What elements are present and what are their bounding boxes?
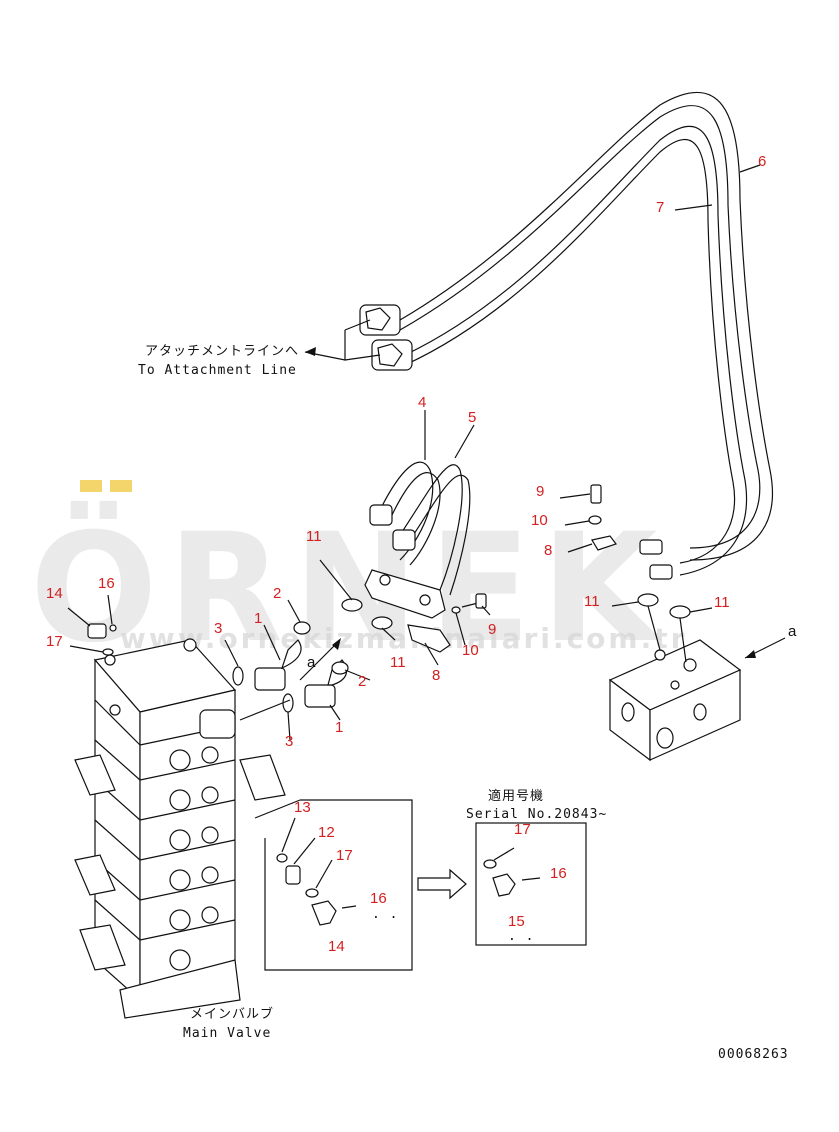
detail-arrow (417, 868, 467, 900)
serial-label-jp: 適用号機 (488, 788, 544, 804)
callout-numbers: 6 7 4 5 9 10 8 11 2 1 3 16 14 17 9 10 11… (46, 153, 766, 955)
callout-10: 10 (462, 642, 479, 659)
detail-dots: . . (372, 907, 398, 922)
callout-14: 14 (46, 585, 63, 602)
main-valve (74, 638, 286, 1019)
hose-end (639, 539, 663, 555)
callout-17: 17 (514, 821, 531, 838)
callout-10: 10 (531, 512, 548, 529)
callout-9: 9 (488, 621, 496, 638)
watermark-brand: ÖRNEK (30, 500, 667, 676)
callout-16: 16 (370, 890, 387, 907)
o-rings-11 (319, 559, 713, 663)
right-valve-block (608, 637, 786, 762)
callout-2: 2 (358, 673, 366, 690)
watermark-accent-dot (80, 480, 102, 492)
split-flange-assembly (364, 569, 451, 653)
callout-3: 3 (214, 620, 222, 637)
callout-11: 11 (584, 593, 600, 610)
callout-17: 17 (46, 633, 63, 650)
connection-a-right: a (788, 623, 797, 640)
serial-label-en: Serial No.20843~ (466, 807, 607, 822)
bolt-washer-clamp-set-a (559, 484, 617, 553)
callout-8: 8 (544, 542, 552, 559)
callout-4: 4 (418, 394, 426, 411)
hose-fitting (369, 504, 393, 526)
callout-13: 13 (294, 799, 311, 816)
detail-dots: . . (508, 929, 534, 944)
watermark-accent-dot (110, 480, 132, 492)
callout-3: 3 (285, 733, 293, 750)
attachment-label-en: To Attachment Line (138, 363, 297, 378)
detail-box-serial: . . (475, 822, 587, 946)
attachment-arrow (304, 319, 381, 361)
hose-assembly-4-5 (369, 461, 471, 596)
hose-fitting (392, 529, 416, 551)
main-valve-label-en: Main Valve (183, 1026, 271, 1041)
drawing-number: 00068263 (718, 1047, 789, 1062)
connection-a-left: a (307, 654, 316, 671)
callout-16: 16 (98, 575, 115, 592)
callout-9: 9 (536, 483, 544, 500)
watermark-url: www.ornekizmakinalari.com.tr (120, 622, 687, 655)
small-fittings-top-left (67, 594, 117, 656)
callout-1: 1 (254, 610, 262, 627)
main-valve-label-jp: メインバルブ (190, 1006, 274, 1022)
o-rings-2-3 (224, 621, 349, 741)
hose-end (649, 564, 673, 580)
callout-5: 5 (468, 409, 476, 426)
callout-2: 2 (273, 585, 281, 602)
callout-16: 16 (550, 865, 567, 882)
attachment-label-jp: アタッチメントラインへ (145, 344, 299, 359)
hose-assembly-6-7 (359, 91, 774, 580)
hex-nut (365, 307, 391, 331)
callout-8: 8 (432, 667, 440, 684)
callout-15: 15 (508, 913, 525, 930)
watermark: ÖRNEK www.ornekizmakinalari.com.tr (30, 480, 687, 676)
callout-11: 11 (390, 654, 406, 671)
bolt-washer-clamp-set-b (451, 593, 487, 614)
callout-17: 17 (336, 847, 353, 864)
callout-14: 14 (328, 938, 345, 955)
callout-1: 1 (335, 719, 343, 736)
hex-nut (377, 343, 403, 367)
detail-box-parts: . . (254, 799, 413, 971)
callout-6: 6 (758, 153, 766, 170)
callout-7: 7 (656, 199, 664, 216)
callout-12: 12 (318, 824, 335, 841)
callout-leaders (263, 164, 761, 721)
callout-11: 11 (714, 594, 730, 611)
callout-11: 11 (306, 528, 322, 545)
